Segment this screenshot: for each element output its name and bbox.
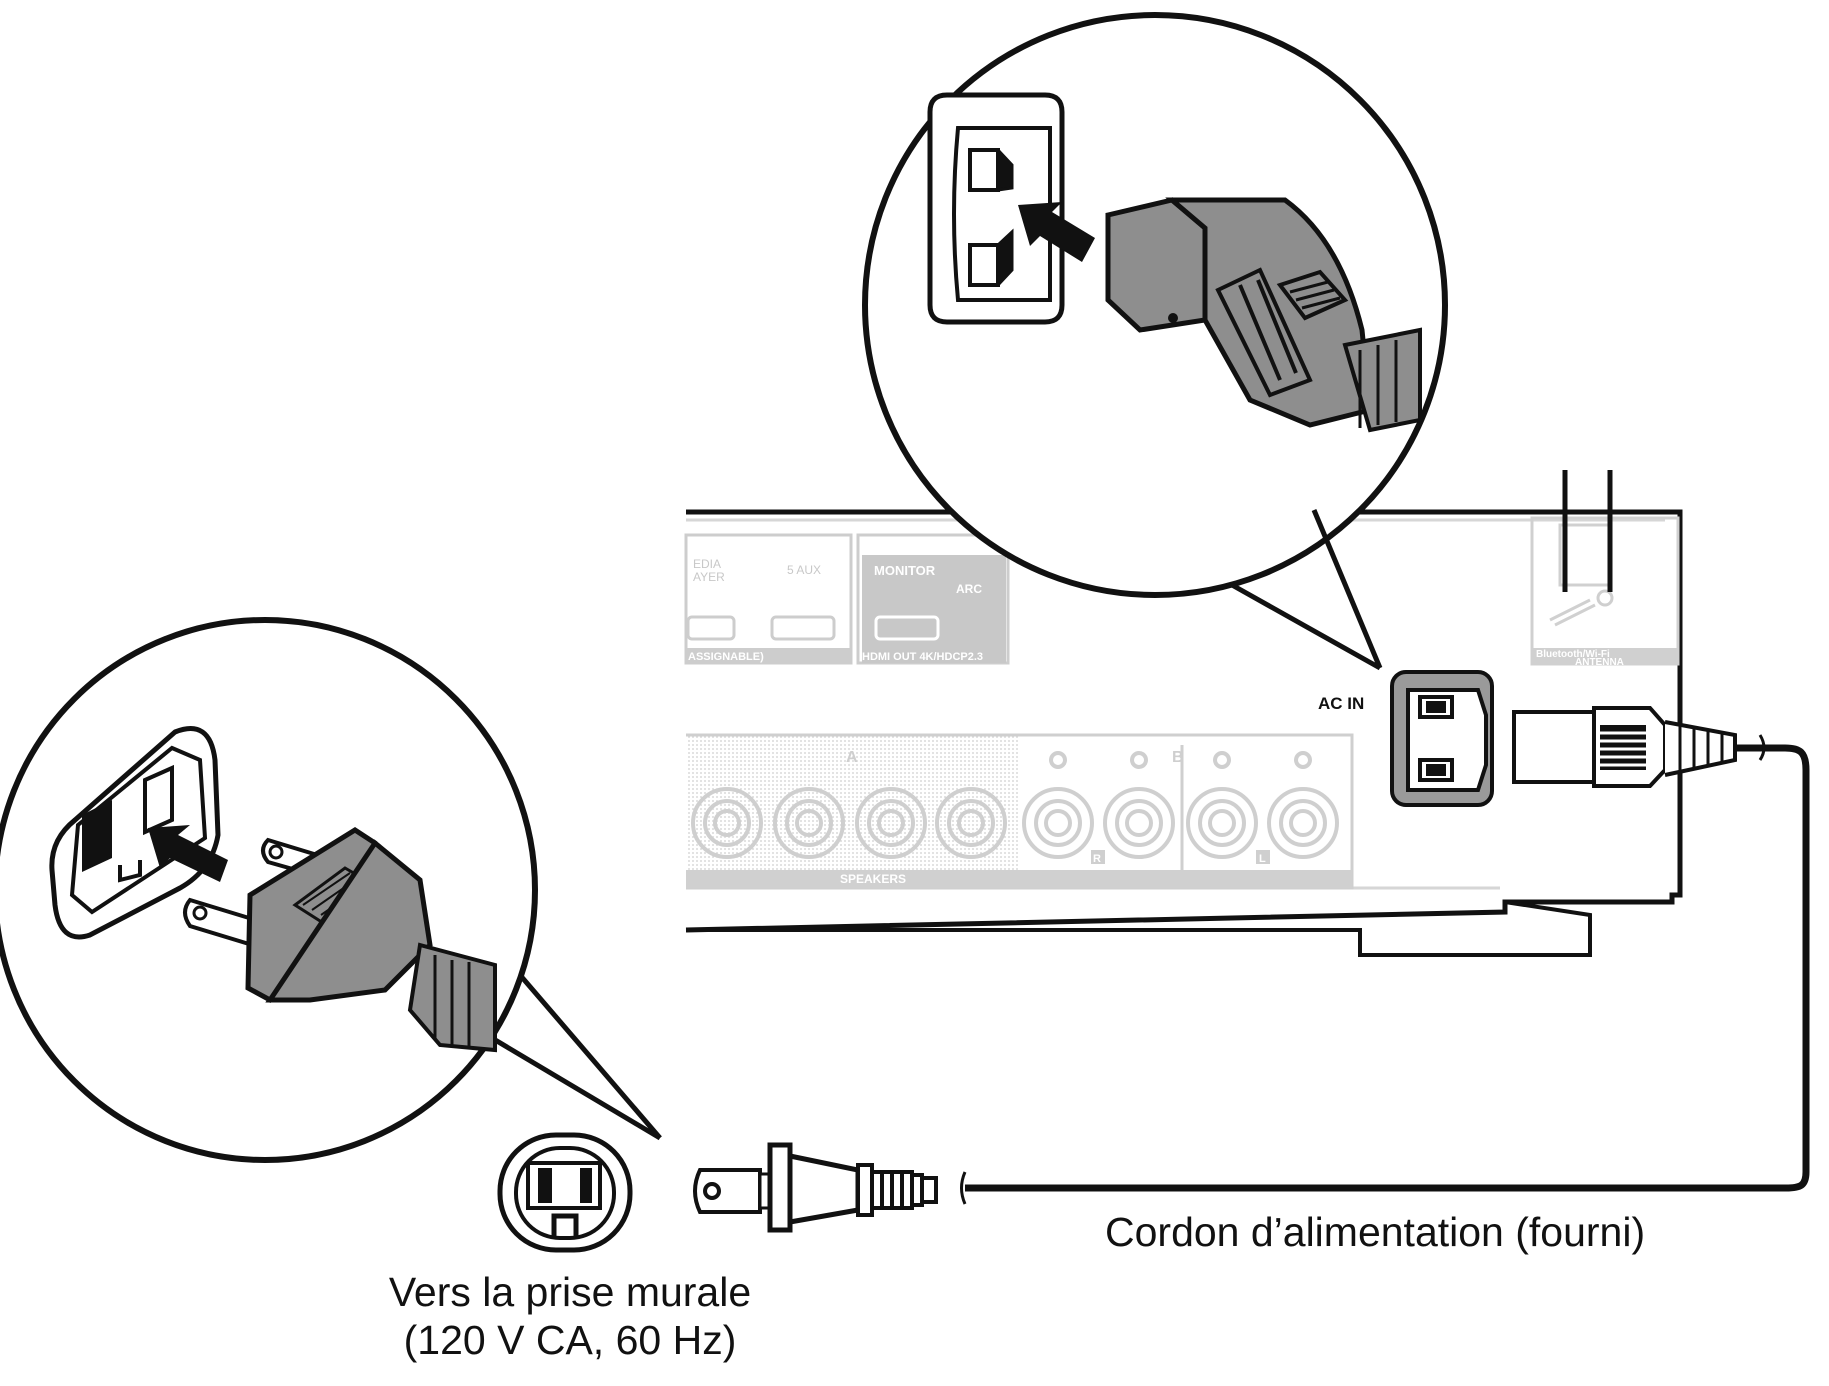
wall-outlet-caption-line2: (120 V CA, 60 Hz)	[403, 1317, 737, 1363]
antenna-block: Bluetooth/Wi-Fi ANTENNA	[1530, 470, 1680, 668]
assignable-label: ASSIGNABLE)	[688, 651, 764, 663]
arc-label: ARC	[956, 582, 982, 596]
speaker-post	[935, 787, 1007, 859]
hdmi-out-label: HDMI OUT 4K/HDCP2.3	[862, 651, 983, 663]
power-cord-caption: Cordon d’alimentation (fourni)	[1105, 1209, 1646, 1255]
power-cord	[693, 706, 1810, 1233]
callout-wall-outlet	[0, 617, 662, 1163]
hdmi-monitor-block: MONITOR ARC HDMI OUT 4K/HDCP2.3	[856, 533, 1010, 665]
speaker-post	[855, 787, 927, 859]
speaker-post	[1022, 787, 1094, 859]
hdmi-port-1	[686, 615, 736, 641]
wall-outlet-caption: Vers la prise murale (120 V CA, 60 Hz)	[340, 1268, 800, 1364]
antenna-label-2: ANTENNA	[1575, 657, 1624, 668]
hdmi-port-5	[770, 615, 836, 641]
ac-inlet: AC IN	[1318, 670, 1494, 807]
ch-r-label: R	[1093, 853, 1101, 865]
group-a-label: A	[846, 749, 858, 766]
wall-outlet-caption-line1: Vers la prise murale	[388, 1269, 752, 1315]
speaker-post	[1186, 787, 1258, 859]
power-plug-icon	[693, 1142, 938, 1233]
ac-in-label: AC IN	[1318, 694, 1364, 713]
monitor-label: MONITOR	[874, 563, 936, 578]
aux-label: 5 AUX	[787, 563, 821, 577]
insert-arrow-icon	[148, 825, 228, 882]
callout-ac-inlet	[862, 12, 1448, 671]
group-b-label: B	[1172, 749, 1184, 766]
antenna-label-1: Bluetooth/Wi-Fi	[1536, 649, 1610, 660]
speaker-terminals: SPEAKERS A B R L	[686, 733, 1354, 890]
insert-arrow-icon	[1018, 202, 1095, 262]
speaker-post	[1267, 787, 1339, 859]
ch-l-label: L	[1259, 853, 1266, 865]
hdmi-out-port	[874, 615, 940, 641]
wall-outlet-icon	[497, 1132, 633, 1253]
speaker-post	[691, 787, 763, 859]
iec-connector-icon	[1512, 706, 1737, 788]
speaker-post	[1103, 787, 1175, 859]
speakers-label: SPEAKERS	[840, 872, 906, 886]
speaker-post	[773, 787, 845, 859]
